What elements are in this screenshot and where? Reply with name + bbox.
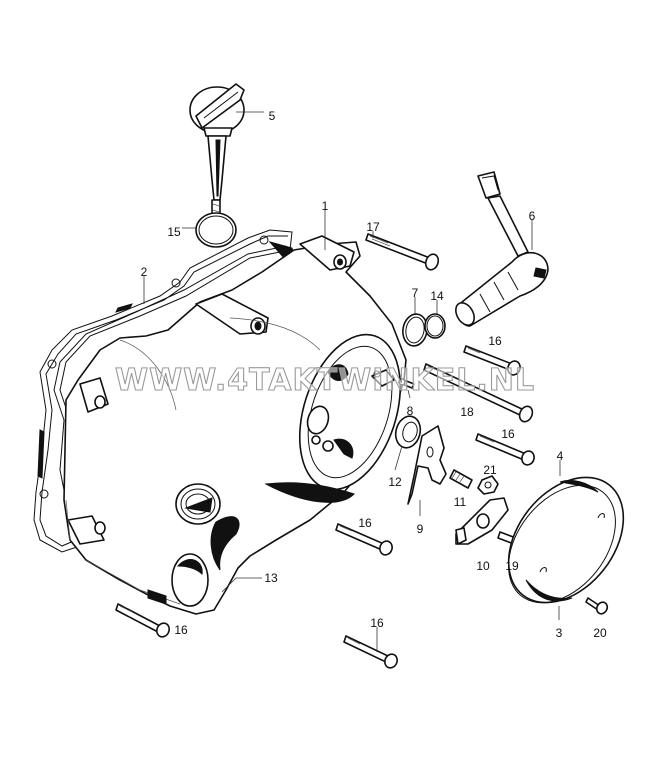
callout-3: 3 (556, 626, 563, 640)
callout-10: 10 (476, 559, 490, 573)
cover-bolt (115, 603, 170, 638)
long-bolt-top (365, 233, 440, 271)
callout-8: 8 (407, 404, 414, 418)
callout-13: 13 (264, 571, 278, 585)
callout-labels: 1 2 3 4 5 6 7 8 9 10 11 12 13 14 15 16 1… (141, 109, 607, 640)
callout-7: 7 (412, 286, 419, 300)
callout-20: 20 (593, 626, 607, 640)
lock-nut (477, 475, 499, 495)
long-bolt-middle (423, 363, 534, 423)
callout-11: 11 (454, 495, 467, 509)
callout-16e: 16 (370, 616, 384, 630)
round-side-cover (507, 476, 625, 604)
cover-gasket (33, 229, 297, 553)
oil-seal-upper (394, 415, 422, 449)
callout-16a: 16 (488, 334, 502, 348)
callout-9: 9 (417, 522, 424, 536)
clutch-adjuster-cam (455, 497, 509, 545)
callout-16b: 16 (501, 427, 515, 441)
cover-bolt (475, 433, 535, 466)
callout-14: 14 (430, 289, 444, 303)
right-crankcase-cover (63, 235, 407, 615)
o-ring-spindle (424, 313, 446, 339)
clutch-lifter-plate (407, 425, 447, 505)
callout-16d: 16 (174, 623, 188, 637)
callout-21: 21 (483, 463, 497, 477)
o-ring-dipstick (195, 212, 237, 248)
callout-5: 5 (269, 109, 276, 123)
adjuster-screw (449, 469, 473, 489)
callout-12: 12 (388, 475, 402, 489)
watermark-text: WWW.4TAKTWINKEL.NL (115, 363, 535, 398)
leader-lines (143, 111, 561, 652)
small-screw (398, 378, 415, 389)
callout-19: 19 (505, 559, 519, 573)
callout-15: 15 (167, 225, 181, 239)
cover-bolt (343, 635, 398, 669)
cover-screw (585, 597, 609, 615)
callout-17: 17 (366, 220, 380, 234)
callout-2: 2 (141, 265, 148, 279)
callout-1: 1 (322, 199, 329, 213)
kick-starter-spindle-arm (455, 171, 549, 327)
oil-filler-cap-dipstick (189, 83, 245, 223)
callout-4: 4 (557, 449, 564, 463)
callout-6: 6 (529, 209, 536, 223)
cover-bolt (463, 345, 521, 376)
callout-18: 18 (460, 405, 474, 419)
cover-bolt (335, 523, 393, 556)
callout-16c: 16 (358, 516, 372, 530)
